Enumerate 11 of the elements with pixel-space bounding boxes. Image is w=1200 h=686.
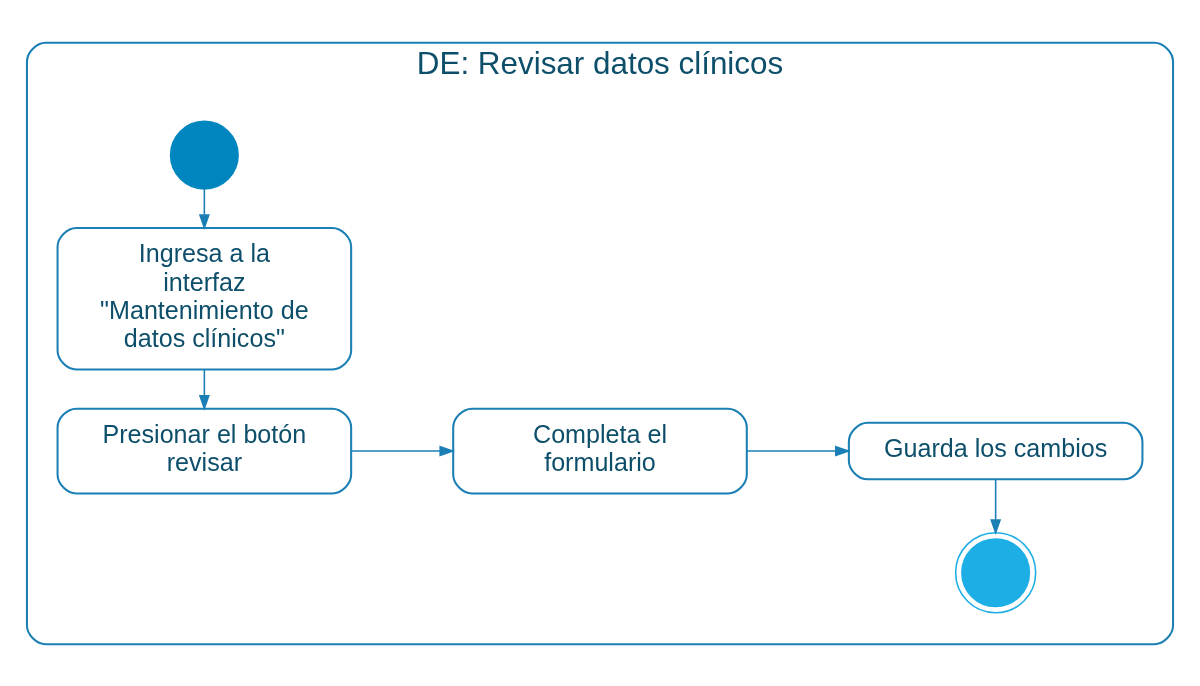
arrow <box>350 445 456 457</box>
arrow <box>990 478 1002 535</box>
node-circle <box>169 120 239 190</box>
node-box: Presionar el botón revisar <box>56 407 353 494</box>
node-box: Ingresa a la interfaz "Mantenimiento de datos clínicos" <box>56 226 353 370</box>
arrow <box>198 187 210 230</box>
arrow <box>746 445 851 457</box>
node-circle <box>954 531 1037 614</box>
node-box: Guarda los cambios <box>847 421 1144 480</box>
node-box: Completa el formulario <box>452 407 748 494</box>
arrow <box>198 368 210 411</box>
